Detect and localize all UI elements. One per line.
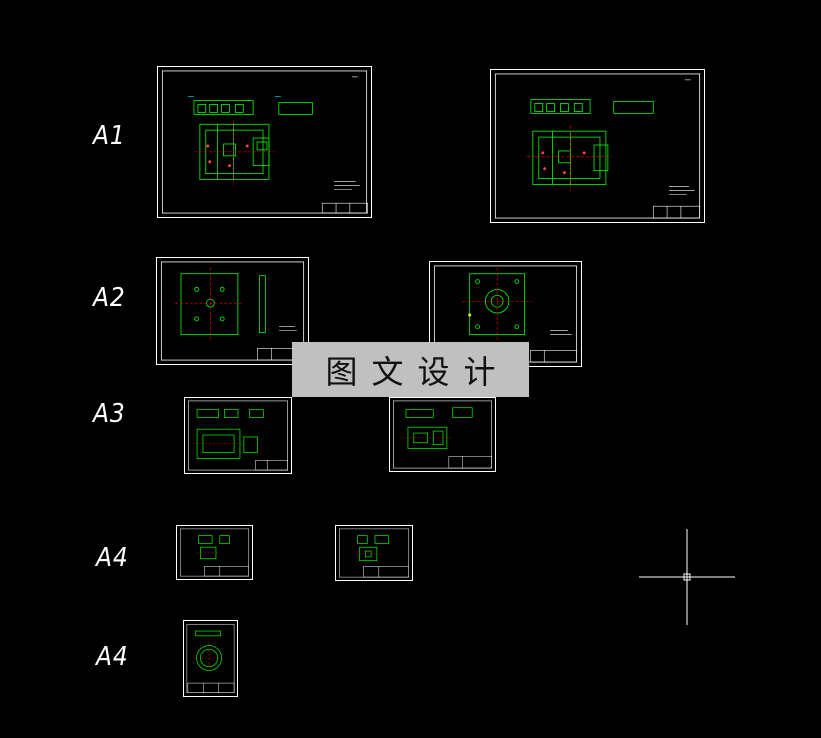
drawing-sheet-a1-assembly-2[interactable]	[490, 69, 705, 223]
label-a4-top: A4	[96, 543, 129, 573]
assembly-drawing-icon	[494, 73, 701, 219]
drawing-sheet-a4-part-2[interactable]	[335, 525, 413, 581]
drawing-sheet-a1-assembly-1[interactable]	[157, 66, 372, 218]
part-drawing-icon	[188, 400, 288, 471]
crosshair-cursor-icon	[639, 529, 735, 625]
drawing-sheet-a3-part-2[interactable]	[389, 397, 496, 472]
label-a3: A3	[93, 399, 126, 429]
label-a4-bottom: A4	[96, 642, 129, 672]
drawing-sheet-a4-part-1[interactable]	[176, 525, 253, 580]
plate-drawing-icon	[160, 261, 305, 361]
label-a1: A1	[93, 121, 126, 151]
ring-drawing-icon	[186, 624, 235, 693]
assembly-drawing-icon	[161, 70, 368, 214]
label-a2: A2	[93, 283, 126, 313]
drawing-sheet-a3-part-1[interactable]	[184, 397, 292, 474]
part-drawing-icon	[339, 528, 409, 578]
drawing-sheet-a4-ring[interactable]	[183, 620, 238, 697]
drawing-sheet-a2-plate-1[interactable]	[156, 257, 309, 365]
part-drawing-icon	[393, 400, 492, 469]
watermark-banner: 图文设计	[292, 342, 529, 397]
part-drawing-icon	[180, 528, 249, 577]
